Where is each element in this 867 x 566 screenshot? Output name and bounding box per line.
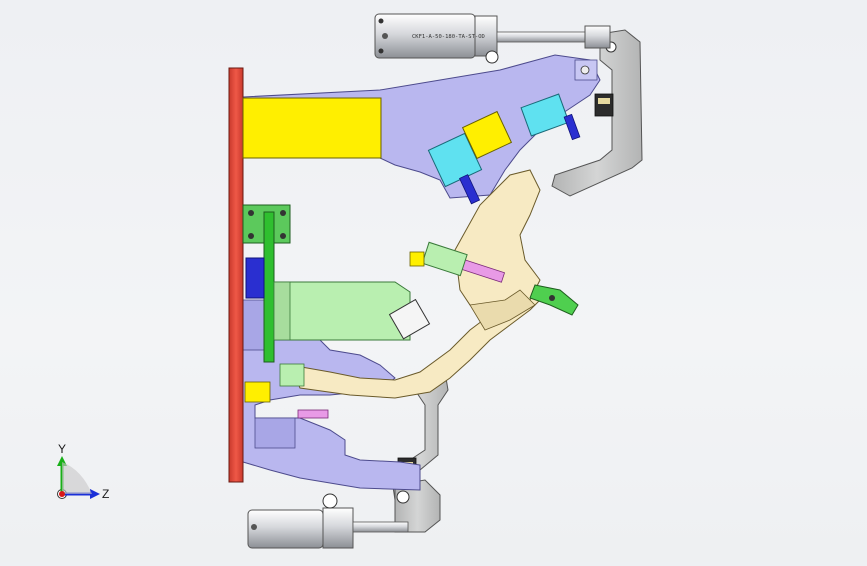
blue-pin-left bbox=[459, 174, 481, 205]
workpiece bbox=[289, 169, 541, 399]
magenta-pad-lower bbox=[297, 409, 329, 419]
light-green-housing bbox=[273, 281, 411, 341]
triad-y-label: Y bbox=[58, 442, 66, 456]
top-cylinder: CKF1-A-50-180-TA-ST-OD bbox=[374, 13, 611, 64]
cyan-block-right bbox=[520, 93, 570, 137]
yellow-tab-top bbox=[409, 251, 425, 267]
yellow-locator-block bbox=[242, 97, 382, 159]
white-block bbox=[388, 298, 431, 340]
blue-pin-right bbox=[563, 113, 581, 141]
support-bracket-upper bbox=[242, 54, 601, 199]
bottom-cylinder bbox=[247, 493, 409, 549]
base-plate bbox=[228, 67, 244, 483]
cylinder-model-label: CKF1-A-50-180-TA-ST-OD bbox=[412, 34, 485, 40]
triad-z-label: Z bbox=[102, 487, 109, 501]
coordinate-triad: Y Z bbox=[57, 442, 109, 501]
green-mounting-plate bbox=[242, 204, 291, 363]
light-green-lower-block bbox=[279, 363, 305, 387]
yellow-tab-left bbox=[244, 381, 271, 403]
green-clamp-pad bbox=[529, 284, 579, 316]
light-green-top-block bbox=[421, 241, 468, 277]
yellow-small-block bbox=[461, 110, 513, 160]
